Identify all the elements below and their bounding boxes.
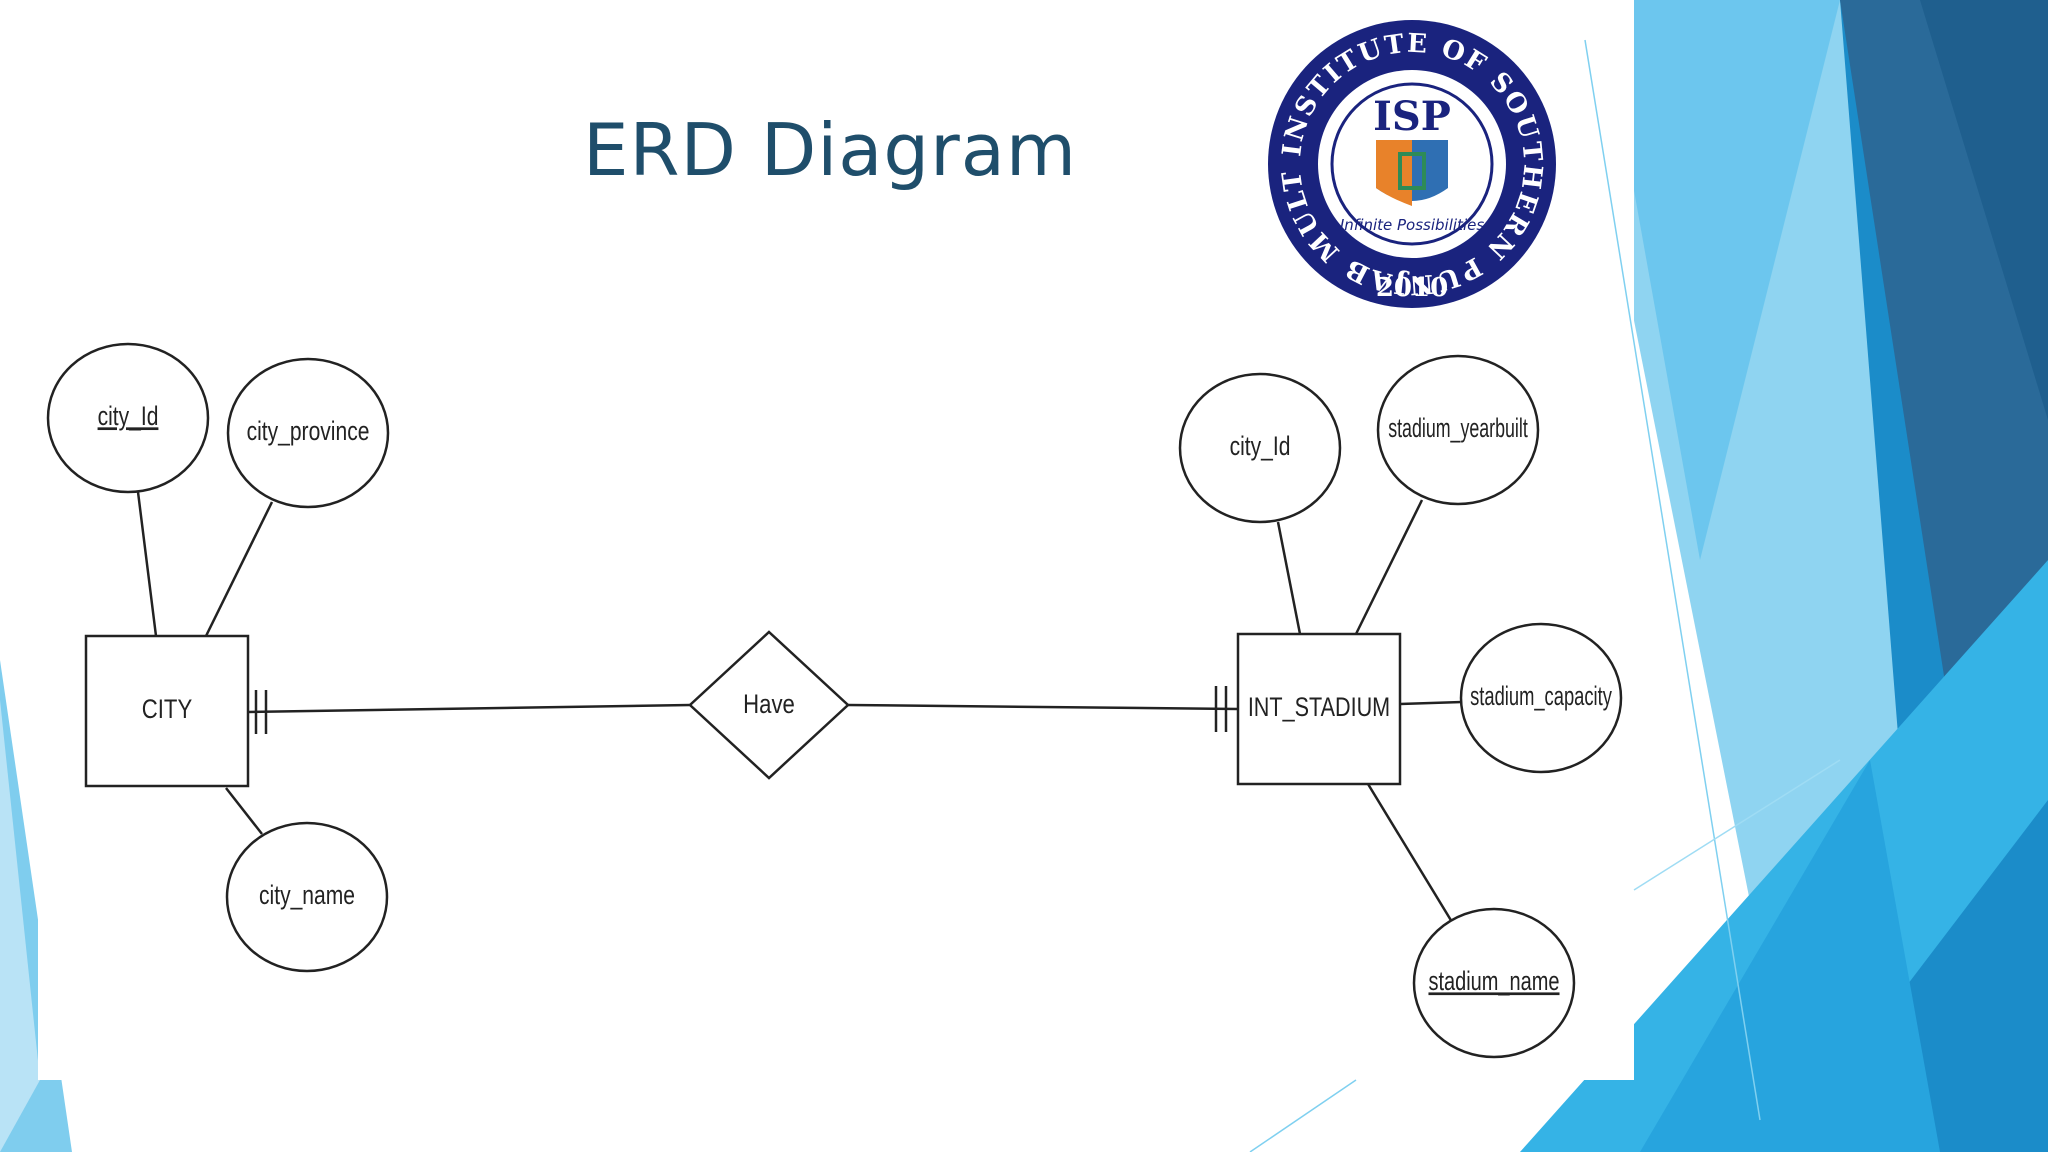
slide-title: ERD Diagram [583,108,1077,192]
right-accent-shape [1640,760,1940,1152]
logo-motto: Infinite Possibilities [1340,216,1484,234]
right-accent-shape [1600,0,1840,560]
logo-acronym: ISP [1373,93,1451,140]
connector-stadium-capacity [1399,700,1463,706]
attribute-ellipse [1459,622,1623,774]
attribute-stadium-name[interactable]: stadium_name [1412,907,1576,1059]
accent-line [1584,39,1761,1121]
institute-logo: INSTITUTE OF SOUTHERN PUNJAB MULTAN ISP … [1266,18,1556,308]
relationship-have[interactable]: Have [688,630,850,780]
entity-int-stadium[interactable]: INT_STADIUM [1236,632,1402,786]
entity-int-stadium-box [1236,632,1402,786]
connector-city-name [225,787,263,835]
left-accent-shape [0,700,40,1152]
attribute-label: city_Id [1230,432,1291,462]
accent-line [1633,759,1841,891]
connector-stadium-yearbuilt [1354,499,1424,635]
attribute-ellipse [1412,907,1576,1059]
entity-city-box [84,634,250,788]
attribute-label: city_name [259,881,355,911]
attribute-stadium-capacity[interactable]: stadium_capacity [1459,622,1623,774]
attribute-city-name[interactable]: city_name [225,821,389,973]
attribute-label: city_province [247,417,370,447]
attribute-label: stadium_capacity [1470,681,1612,711]
relationship-line-city [247,703,691,714]
attribute-label: stadium_yearbuilt [1388,412,1528,443]
entity-int-stadium-label: INT_STADIUM [1248,693,1390,723]
attribute-stadium-yearbuilt[interactable]: stadium_yearbuilt [1376,354,1540,506]
attribute-ellipse [1178,372,1342,524]
attribute-ellipse [46,342,210,494]
right-accent-shape [1920,0,2048,420]
attribute-stadium-city-id[interactable]: city_Id [1178,372,1342,524]
attribute-city-id[interactable]: city_Id [46,342,210,494]
connector-city-cityid [136,491,158,637]
attribute-ellipse [1376,354,1540,506]
attribute-label: city_Id [98,402,159,432]
relationship-line-stadium [847,703,1239,711]
entity-city[interactable]: CITY [84,634,250,788]
entity-city-label: CITY [142,695,192,725]
connector-stadium-cityid [1276,521,1302,635]
relationship-label: Have [743,690,795,720]
attribute-label: stadium_name [1428,966,1559,997]
logo-year: 2010 [1376,273,1448,303]
accent-line [1249,1079,1357,1152]
relationship-diamond [688,630,850,780]
attribute-city-province[interactable]: city_province [226,357,390,509]
connector-city-province [204,501,274,637]
connector-stadium-name [1366,783,1454,923]
attribute-ellipse [226,357,390,509]
attribute-ellipse [225,821,389,973]
